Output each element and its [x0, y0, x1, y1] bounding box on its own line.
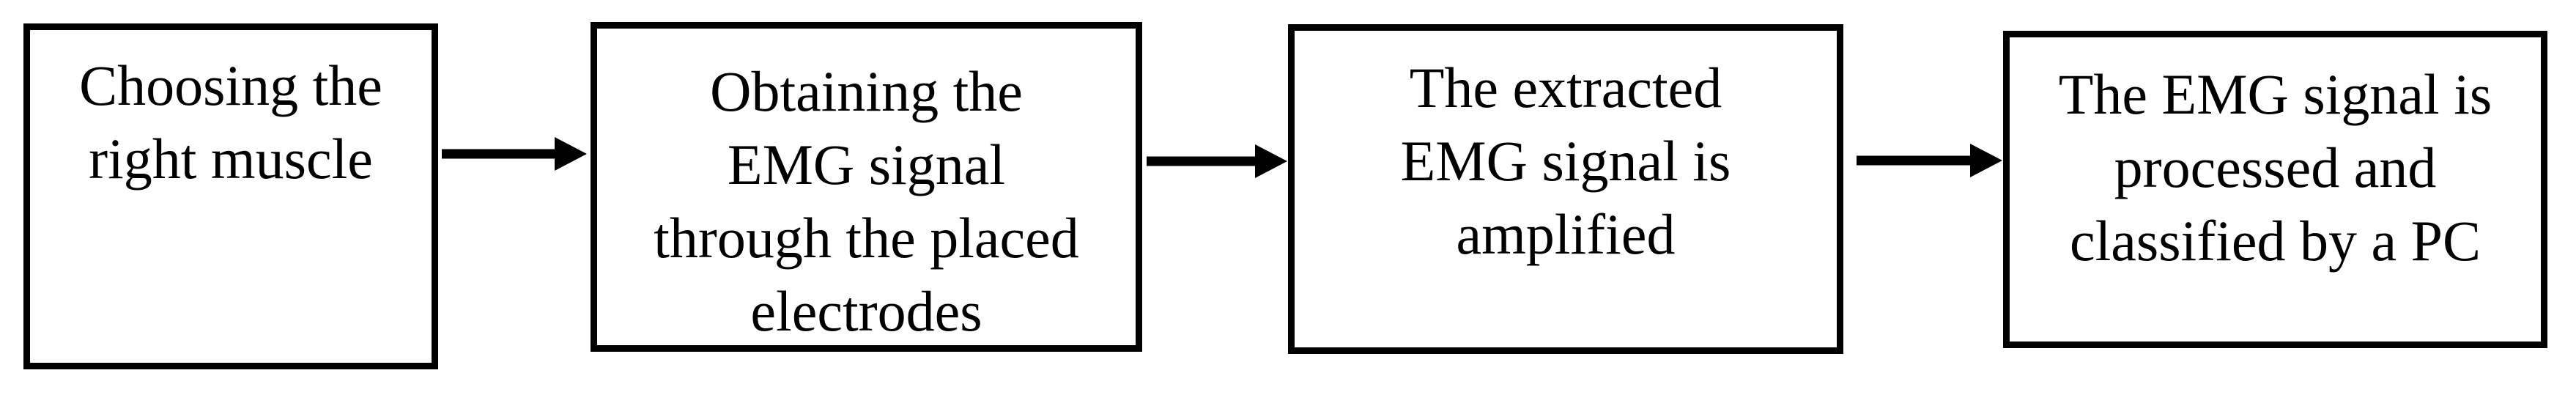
flow-step-4-label: The EMG signal is processed and classifi… — [2058, 62, 2492, 273]
flow-step-3-label: The extracted EMG signal is amplified — [1400, 56, 1731, 266]
flow-step-1: Choosing the right muscle — [23, 23, 438, 369]
flow-step-2-label: Obtaining the EMG signal through the pla… — [654, 59, 1079, 343]
arrow-right-icon — [1255, 144, 1287, 178]
flow-step-1-label: Choosing the right muscle — [79, 53, 382, 191]
arrow-shaft — [1857, 155, 1977, 166]
flow-step-3: The extracted EMG signal is amplified — [1288, 24, 1843, 354]
flow-step-4: The EMG signal is processed and classifi… — [2003, 31, 2547, 348]
flow-connector-3 — [1857, 140, 2002, 181]
flow-connector-2 — [1147, 141, 1287, 182]
arrow-right-icon — [555, 137, 587, 171]
flow-step-2: Obtaining the EMG signal through the pla… — [591, 22, 1142, 352]
arrow-shaft — [442, 149, 562, 159]
arrow-right-icon — [1970, 144, 2002, 177]
flow-connector-1 — [442, 133, 587, 174]
arrow-shaft — [1147, 156, 1262, 166]
